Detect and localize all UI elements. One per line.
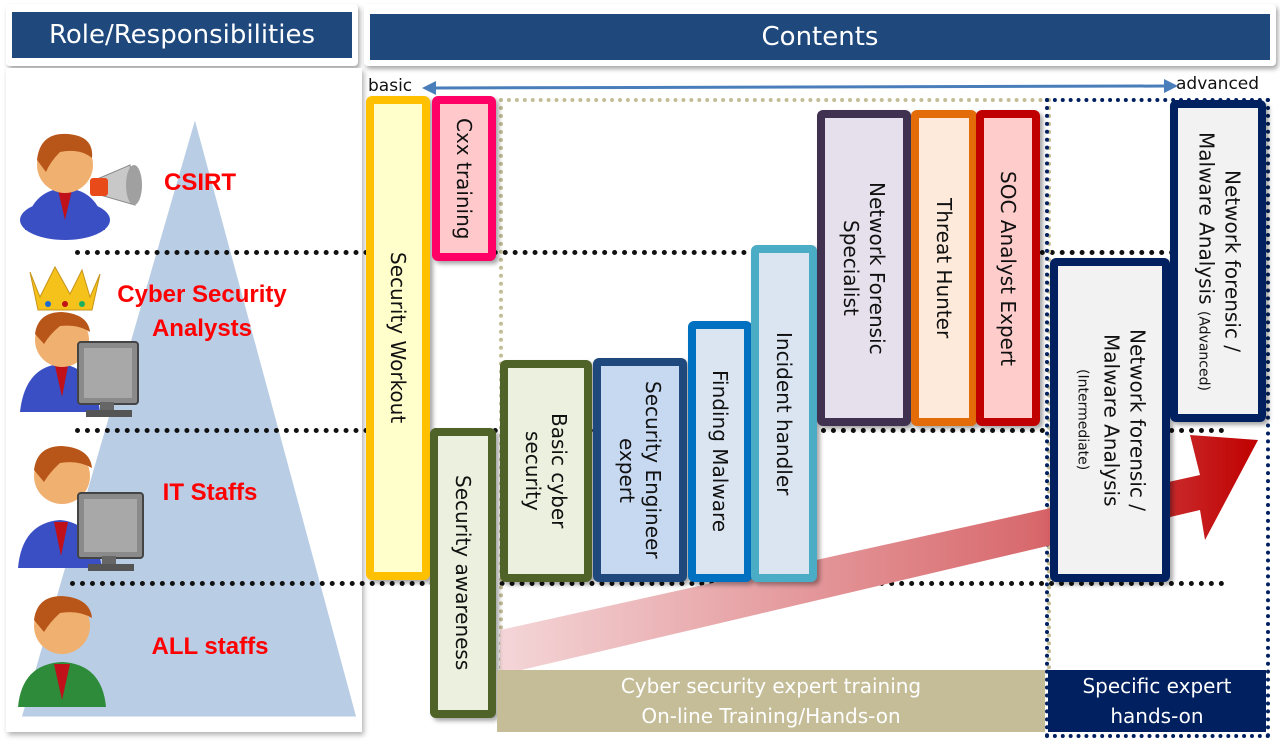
progression-arrow [500, 435, 1258, 675]
course-cxx-training[interactable]: Cxx training [432, 96, 496, 261]
expert-training-line1: Cyber security expert training [620, 674, 922, 698]
course-soc-analyst-expert[interactable]: SOC Analyst Expert [976, 110, 1040, 426]
course-cxx-training-label: Cxx training [452, 117, 476, 240]
person-computer-icon [18, 446, 144, 571]
role-label-csirt: CSIRT [164, 169, 236, 196]
contents-header: Contents [370, 14, 1270, 60]
course-soc-analyst-expert-label: SOC Analyst Expert [996, 170, 1020, 366]
course-network-forensic-specialist[interactable]: Network Forensic Specialist [817, 110, 911, 426]
course-security-workout-label: Security Workout [386, 252, 410, 424]
course-basic-cyber-security-label: Basic cyber security [521, 413, 571, 529]
course-basic-cyber-security[interactable]: Basic cyber security [500, 360, 592, 582]
specific-expert-group-outline [1045, 98, 1270, 738]
course-security-awareness-label: Security awareness [451, 475, 475, 671]
axis-label-basic: basic [368, 76, 413, 96]
course-nf-malware-advanced-label: Network forensic / Malware Analysis (Adv… [1191, 132, 1246, 391]
course-security-engineer-expert-label: Security Engineer expert [615, 381, 665, 559]
course-nf-malware-intermediate-label: Network forensic / Malware Analysis (Inte… [1070, 329, 1151, 511]
course-network-forensic-specialist-label: Network Forensic Specialist [839, 181, 889, 355]
role-header-panel: Role/Responsibilities [6, 4, 358, 66]
expert-training-footer: Cyber security expert training On-line T… [497, 670, 1045, 732]
role-label-all-staffs: ALL staffs [151, 633, 269, 660]
expert-training-line2: On-line Training/Hands-on [641, 704, 901, 728]
axis-label-advanced: advanced [1176, 74, 1260, 94]
contents-header-panel: Contents [364, 4, 1276, 66]
role-label-it-staffs: IT Staffs [162, 479, 258, 506]
course-finding-malware[interactable]: Finding Malware [688, 321, 752, 582]
level-separator-1 [75, 250, 1225, 255]
specific-expert-line1: Specific expert [1082, 674, 1232, 698]
specific-expert-footer: Specific expert hands-on [1048, 670, 1266, 732]
nf-advanced-level: (Advanced) [1195, 310, 1212, 391]
person-crown-computer-icon [20, 265, 139, 417]
role-header: Role/Responsibilities [12, 12, 352, 58]
person-megaphone-icon [20, 133, 142, 240]
course-nf-malware-intermediate[interactable]: Network forensic / Malware Analysis (Inte… [1050, 258, 1170, 582]
course-finding-malware-label: Finding Malware [708, 370, 732, 533]
nf-intermediate-title: Network forensic / Malware Analysis [1099, 329, 1150, 511]
course-security-awareness[interactable]: Security awareness [430, 428, 496, 718]
person-green-icon [18, 596, 106, 707]
nf-advanced-title: Network forensic / Malware Analysis [1194, 131, 1245, 352]
level-separator-3 [70, 581, 1225, 586]
course-security-workout[interactable]: Security Workout [366, 96, 430, 580]
role-label-analysts: Cyber Security Analysts [117, 281, 287, 342]
specific-expert-line2: hands-on [1110, 704, 1204, 728]
difficulty-arrow [422, 79, 1178, 95]
course-threat-hunter-label: Threat Hunter [932, 197, 956, 339]
course-incident-handler-label: Incident handler [772, 331, 796, 496]
course-security-engineer-expert[interactable]: Security Engineer expert [593, 358, 687, 582]
nf-intermediate-level: (Intermediate) [1074, 369, 1091, 471]
course-threat-hunter[interactable]: Threat Hunter [911, 110, 977, 426]
course-nf-malware-advanced[interactable]: Network forensic / Malware Analysis (Adv… [1170, 100, 1266, 422]
course-incident-handler[interactable]: Incident handler [751, 245, 817, 582]
